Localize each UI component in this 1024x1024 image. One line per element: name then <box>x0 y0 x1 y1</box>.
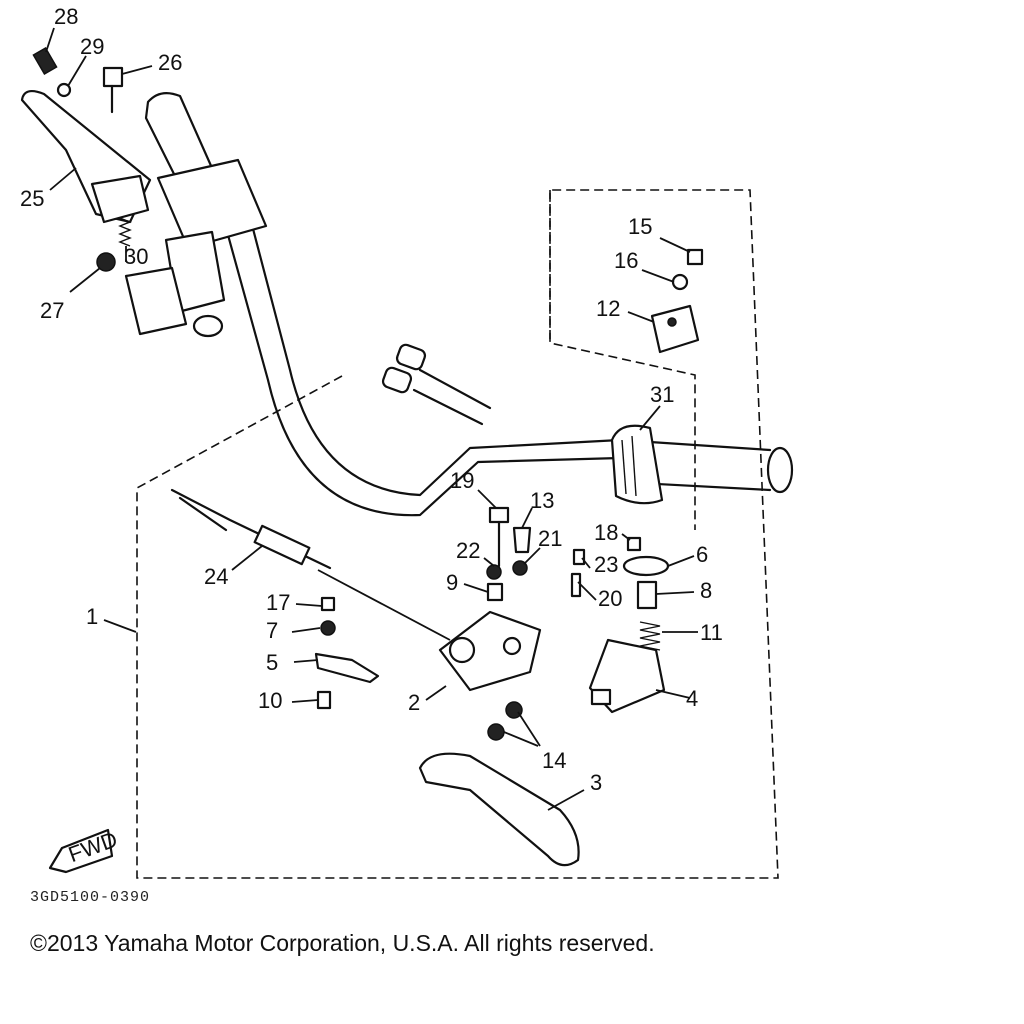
clamp-part-12 <box>650 304 700 354</box>
callout-1: 1 <box>86 604 98 629</box>
callout-14: 14 <box>542 748 566 773</box>
nut-part-27 <box>96 252 116 272</box>
callout-9: 9 <box>446 570 458 595</box>
callout-17: 17 <box>266 590 290 615</box>
nut-part-21 <box>512 560 528 576</box>
callout-24: 24 <box>204 564 228 589</box>
callout-19: 19 <box>450 468 474 493</box>
washer-part-22 <box>486 564 502 580</box>
screw-part-17 <box>320 596 336 612</box>
bolt-part-19 <box>488 506 510 568</box>
callout-8: 8 <box>700 578 712 603</box>
callout-7: 7 <box>266 618 278 643</box>
callout-3: 3 <box>590 770 602 795</box>
copyright-notice: ©2013 Yamaha Motor Corporation, U.S.A. A… <box>30 930 655 956</box>
left-grip-assembly <box>124 91 268 338</box>
callout-22: 22 <box>456 538 480 563</box>
spring-part-10 <box>316 690 332 710</box>
callout-4: 4 <box>686 686 698 711</box>
lever-bracket-part-2 <box>438 610 542 692</box>
pin-part-23 <box>572 548 586 566</box>
diagram-code: 3GD5100-0390 <box>30 889 151 906</box>
cover-part-6 <box>622 555 670 577</box>
callout-27: 27 <box>40 298 64 323</box>
callout-12: 12 <box>596 296 620 321</box>
callout-16: 16 <box>614 248 638 273</box>
screw-part-18 <box>626 536 642 552</box>
washer-part-16 <box>671 273 689 291</box>
pin-part-20 <box>570 572 582 598</box>
washer-part-29 <box>56 82 72 98</box>
callout-6: 6 <box>696 542 708 567</box>
callout-13: 13 <box>530 488 554 513</box>
switch-body-part-4 <box>588 638 666 714</box>
callouts: 1 2 3 4 5 6 7 8 9 10 11 12 13 14 15 16 1… <box>20 4 723 795</box>
callout-26: 26 <box>158 50 182 75</box>
plunger-part-8 <box>636 580 658 610</box>
right-switch-part-31 <box>610 424 664 505</box>
callout-10: 10 <box>258 688 282 713</box>
callout-11: 11 <box>700 620 723 645</box>
callout-20: 20 <box>598 586 622 611</box>
assembly-boundary-1 <box>136 189 779 879</box>
spring-part-11 <box>639 621 661 651</box>
spring-part-30 <box>118 217 132 247</box>
washer-part-7 <box>320 620 336 636</box>
brake-lever-part-3 <box>418 752 580 867</box>
callout-25: 25 <box>20 186 44 211</box>
plate-part-5 <box>314 652 380 684</box>
left-lever-part-25 <box>20 89 152 224</box>
nuts-part-14 <box>487 701 523 741</box>
leader-lines <box>45 27 698 811</box>
wiring-connectors <box>381 343 492 426</box>
callout-28: 28 <box>54 4 78 29</box>
bolt-part-26 <box>102 66 124 114</box>
callout-30: 30 <box>124 244 148 269</box>
callout-2: 2 <box>408 690 420 715</box>
callout-31: 31 <box>650 382 674 407</box>
bolt-part-28 <box>32 46 58 76</box>
cable-part-24 <box>170 488 451 641</box>
bolt-part-13 <box>512 526 532 554</box>
callout-23: 23 <box>594 552 618 577</box>
callout-29: 29 <box>80 34 104 59</box>
callout-15: 15 <box>628 214 652 239</box>
callout-18: 18 <box>594 520 618 545</box>
fwd-arrow-icon: FWD <box>48 827 121 874</box>
screw-part-15 <box>686 248 704 266</box>
callout-5: 5 <box>266 650 278 675</box>
handlebar <box>166 183 794 517</box>
collar-part-9 <box>486 582 504 602</box>
callout-21: 21 <box>538 526 562 551</box>
